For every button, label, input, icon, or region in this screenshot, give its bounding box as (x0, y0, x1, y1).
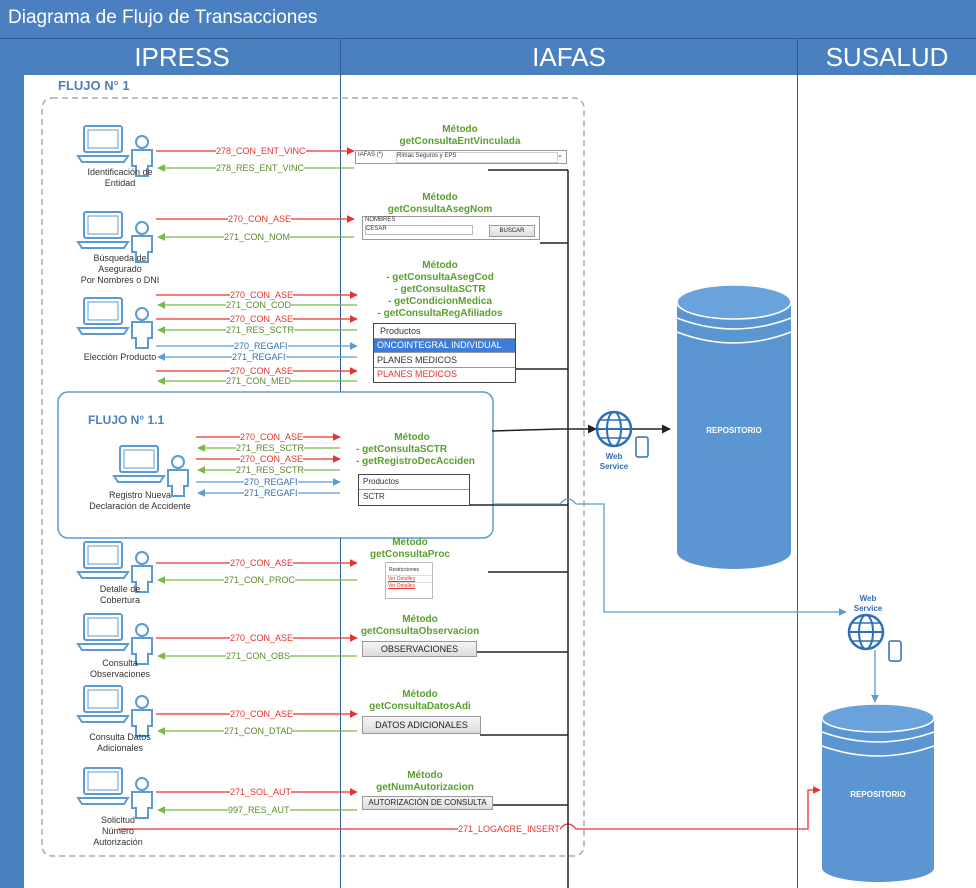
flujo-1-box (41, 97, 585, 857)
productos-list: Productos ONCOINTEGRAL INDIVIDUAL PLANES… (373, 323, 516, 383)
msg-r4a: 270_CON_ASE (240, 432, 304, 442)
lane-divider-2 (797, 75, 798, 888)
repositorio-1-cylinder (676, 284, 792, 569)
msg-r7: 270_CON_ASE (230, 709, 294, 719)
msg-g8: 997_RES_AUT (228, 805, 290, 815)
msg-g3a: 271_CON_COD (226, 300, 292, 310)
msg-b4a: 270_REGAFI (244, 477, 298, 487)
lane-ipress: IPRESS (24, 39, 341, 75)
autorizacion-button[interactable]: AUTORIZACIÓN DE CONSULTA (362, 796, 493, 810)
restricciones-box: Restricciones Ver Detalles Ver Detalles (385, 562, 433, 599)
lane-iafas: IAFAS (341, 39, 798, 75)
msg-g3c: 271_CON_MED (226, 376, 292, 386)
diagram-title: Diagrama de Flujo de Transacciones (8, 7, 318, 28)
msg-b3a: 270_REGAFI (234, 341, 288, 351)
left-strip (0, 39, 24, 888)
flujo-11-label: FLUJO N° 1.1 (88, 413, 165, 427)
nombres-input[interactable]: CESAR (365, 225, 473, 235)
method-4: Método- getConsultaSCTR- getRegistroDecA… (356, 432, 475, 467)
iafas-select[interactable]: IAFAS (*) Rimac Seguros y EPS ⌄ (355, 150, 567, 164)
lane-susalud: SUSALUD (798, 39, 976, 75)
producto-planes-2[interactable]: PLANES MEDICOS (374, 367, 515, 381)
msg-g1: 278_RES_ENT_VINC (216, 163, 305, 173)
nombres-form: NOMBRES CESAR BUSCAR (362, 216, 540, 240)
msg-r8: 271_SOL_AUT (230, 787, 292, 797)
msg-r4b: 270_CON_ASE (240, 454, 304, 464)
web-service-1-icon (595, 410, 649, 458)
title-bar: Diagrama de Flujo de Transacciones (0, 0, 976, 39)
repositorio-2-label: REPOSITORIO (850, 790, 906, 799)
msg-g7: 271_CON_DTAD (224, 726, 293, 736)
observaciones-button[interactable]: OBSERVACIONES (362, 641, 477, 657)
msg-b3b: 271_REGAFI (232, 352, 286, 362)
msg-r5: 270_CON_ASE (230, 558, 294, 568)
producto-planes-1[interactable]: PLANES MEDICOS (374, 352, 515, 367)
msg-r3c: 270_CON_ASE (230, 366, 294, 376)
buscar-button[interactable]: BUSCAR (489, 225, 535, 237)
producto-onco[interactable]: ONCOINTEGRAL INDIVIDUAL (374, 339, 515, 352)
actor-3-label: Elección Producto (83, 352, 157, 362)
msg-r2: 270_CON_ASE (228, 214, 292, 224)
web-service-2-icon (847, 613, 902, 662)
msg-r9: 271_LOGACRE_INSERT (458, 824, 560, 834)
msg-g4a: 271_RES_SCTR (236, 443, 305, 453)
actor-7-icon (77, 685, 153, 737)
msg-r3a: 270_CON_ASE (230, 290, 294, 300)
msg-g2: 271_CON_NOM (224, 232, 291, 242)
msg-r1: 278_CON_ENT_VINC (216, 146, 306, 156)
actor-3-icon (77, 297, 153, 349)
repositorio-1-label: REPOSITORIO (706, 426, 762, 435)
ver-detalles-2[interactable]: Ver Detalles (386, 582, 432, 589)
msg-r6: 270_CON_ASE (230, 633, 294, 643)
flujo-1-label: FLUJO N° 1 (58, 78, 130, 93)
datos-adicionales-button[interactable]: DATOS ADICIONALES (362, 716, 481, 734)
msg-r3b: 270_CON_ASE (230, 314, 294, 324)
producto-sctr[interactable]: SCTR (363, 492, 385, 501)
actor-8-icon (77, 767, 153, 819)
msg-g6: 271_CON_OBS (226, 651, 291, 661)
msg-g4b: 271_RES_SCTR (236, 465, 305, 475)
msg-b4b: 271_REGAFI (244, 488, 298, 498)
productos-sctr-list: Productos SCTR (358, 474, 470, 506)
method-3: Método- getConsultaAsegCod- getConsultaS… (377, 260, 503, 319)
msg-g5: 271_CON_PROC (224, 575, 296, 585)
actor-6-icon (77, 613, 153, 665)
chevron-down-icon: ⌄ (557, 152, 563, 159)
msg-g3b: 271_RES_SCTR (226, 325, 295, 335)
ver-detalles-1[interactable]: Ver Detalles (386, 575, 432, 582)
repositorio-2-cylinder (821, 703, 935, 882)
